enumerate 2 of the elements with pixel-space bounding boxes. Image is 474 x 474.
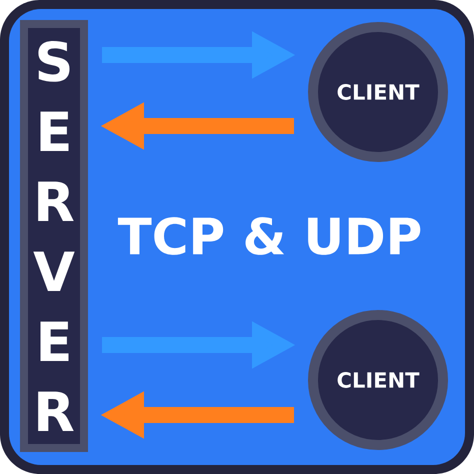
server-bar: S E R V E R [20, 20, 88, 452]
title: TCP & UDP [118, 217, 420, 255]
